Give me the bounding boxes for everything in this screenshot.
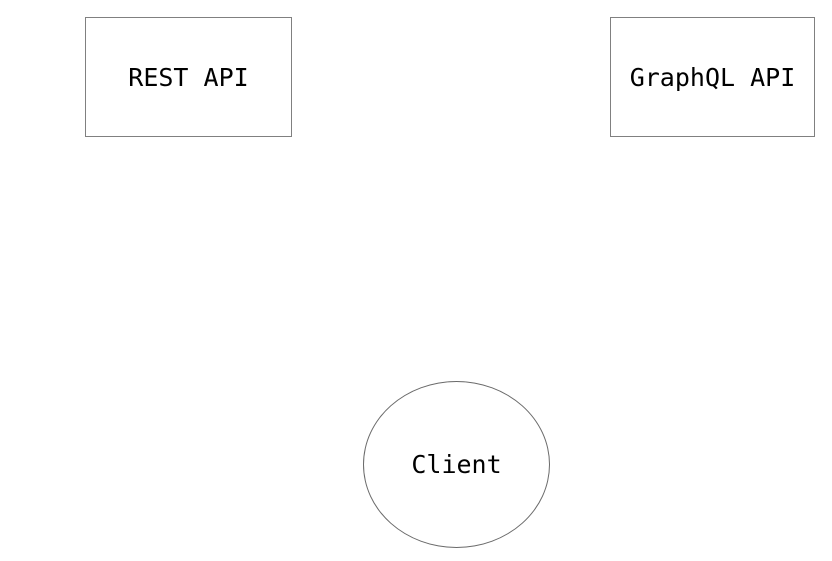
node-rest-api: REST API [85, 17, 292, 137]
node-client: Client [363, 381, 550, 548]
node-client-label: Client [411, 450, 502, 479]
node-graphql-api: GraphQL API [610, 17, 815, 137]
node-rest-api-label: REST API [128, 62, 249, 92]
node-graphql-api-label: GraphQL API [629, 62, 796, 92]
